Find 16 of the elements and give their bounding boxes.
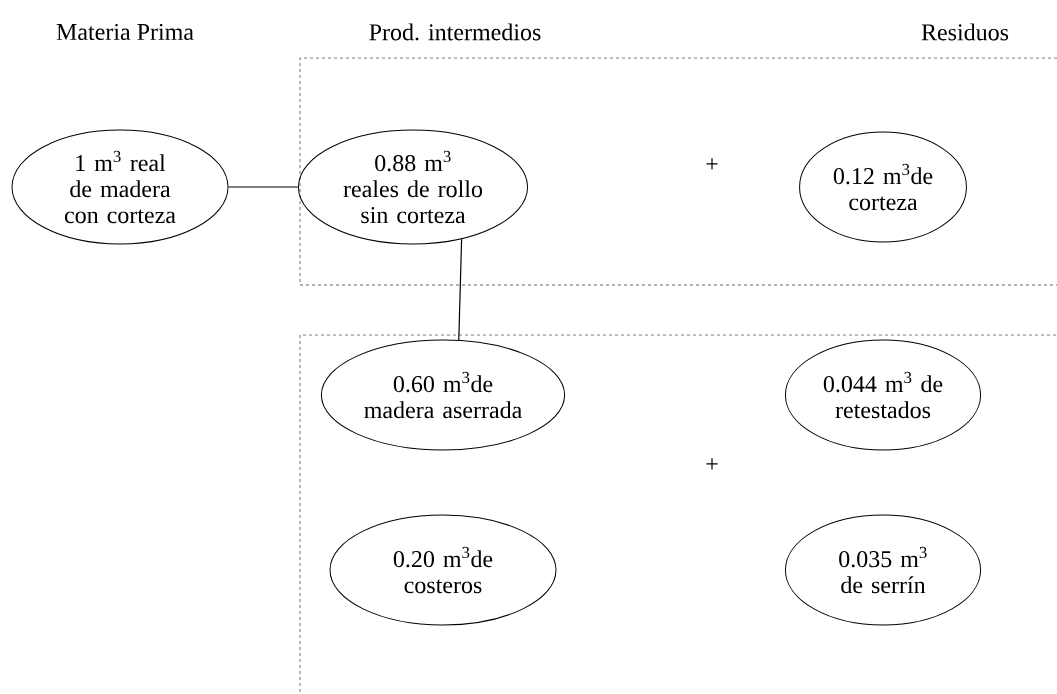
connector-line	[227, 186, 299, 188]
column-heading: Residuos	[921, 23, 1009, 41]
column-heading: Prod. intermedios	[369, 23, 541, 41]
ellipse-node: 0.035 m$^{3}$ de serrín	[784, 514, 982, 626]
connector-line	[458, 238, 463, 341]
dashed-group-box	[299, 334, 1057, 694]
column-heading: Materia Prima	[56, 23, 194, 41]
ellipse-node: 0.12 m$^{3}$de corteza	[799, 131, 967, 243]
ellipse-node: 0.88 m$^{3}$ reales de rollo sin corteza	[297, 129, 529, 245]
dashed-group-box	[299, 57, 1057, 286]
ellipse-node: 0.60 m$^{3}$de madera aserrada	[320, 339, 566, 451]
ellipse-node: 0.20 m$^{3}$de costeros	[329, 514, 557, 626]
plus-sign: +	[706, 158, 718, 170]
plus-sign: +	[706, 458, 718, 470]
ellipse-node: 1 m$^{3}$ real de madera con corteza	[11, 129, 229, 245]
ellipse-node: 0.044 m$^{3}$ de retestados	[784, 339, 982, 451]
